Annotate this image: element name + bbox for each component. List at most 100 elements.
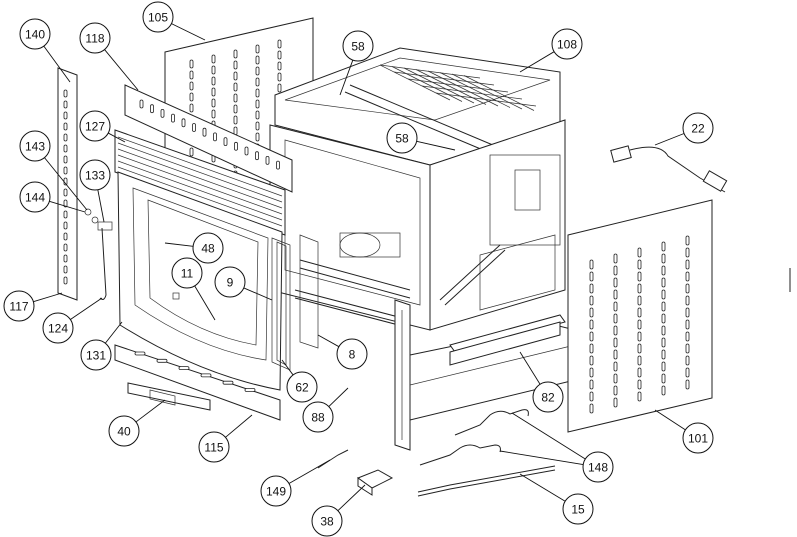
vent-slot <box>589 403 594 414</box>
vent-slot <box>63 199 68 208</box>
callout-circle <box>171 257 203 289</box>
vent-slot <box>685 295 690 306</box>
rack-bar <box>403 67 475 104</box>
leader-line <box>243 287 273 301</box>
vent-slot <box>661 313 666 324</box>
leader-line <box>44 157 88 211</box>
callout-label: 149 <box>266 485 286 499</box>
vent-slot <box>661 337 666 348</box>
leader-line <box>339 59 354 96</box>
callout-circle <box>260 475 292 507</box>
vent-slot <box>255 66 260 76</box>
vent-slot <box>613 385 618 396</box>
bracket <box>127 382 211 411</box>
callout-circle <box>302 401 334 433</box>
vent-slot <box>233 93 238 103</box>
louvre-line <box>117 154 283 215</box>
callout-label: 9 <box>227 276 234 290</box>
leader-line <box>288 459 331 484</box>
vent-slot <box>277 72 282 82</box>
vent-slot <box>637 343 642 354</box>
rack-bar <box>393 71 495 86</box>
vent-slot <box>255 77 260 87</box>
callout-label: 62 <box>295 381 309 395</box>
top-grille-panel <box>124 84 293 193</box>
rack-bar <box>379 64 481 79</box>
vent-slot <box>63 210 68 219</box>
callout-circle <box>19 18 51 50</box>
vent-slot <box>233 82 238 92</box>
vent-slot <box>178 366 190 371</box>
rod <box>417 465 556 497</box>
vent-slot <box>613 325 618 336</box>
vent-slot <box>589 355 594 366</box>
vent-slot <box>637 319 642 330</box>
leader-line <box>104 49 139 91</box>
louvre-line <box>117 142 283 203</box>
callout-label: 127 <box>85 120 105 134</box>
callout-circle <box>108 415 140 447</box>
vent-slot <box>189 70 194 80</box>
vent-slot <box>613 277 618 288</box>
callout-circle <box>562 493 594 525</box>
vent-slot <box>685 319 690 330</box>
vent-slot <box>150 104 154 114</box>
vent-slot <box>589 295 594 306</box>
vent-slot <box>222 380 234 385</box>
vent-slot <box>171 113 175 123</box>
callout: 143 <box>19 130 51 162</box>
vent-slot <box>613 253 618 264</box>
leader-line <box>337 484 366 512</box>
leader-line <box>164 242 194 247</box>
callout-circle <box>142 1 174 33</box>
vent-slot <box>255 121 260 131</box>
vent-slot <box>589 331 594 342</box>
callout-label: 58 <box>351 40 365 54</box>
right-side-panel <box>567 199 713 433</box>
rack-bar <box>439 72 511 108</box>
callout: 8 <box>336 338 368 370</box>
vent-slot <box>661 265 666 276</box>
vent-slot <box>637 271 642 282</box>
leader-line <box>70 297 103 320</box>
callout: 40 <box>108 415 140 447</box>
leader-line <box>43 45 71 83</box>
rack-bar <box>415 69 487 105</box>
vent-slot <box>661 373 666 384</box>
leader-line <box>519 51 555 73</box>
callout-label: 101 <box>688 432 708 446</box>
vent-slot <box>181 118 186 128</box>
vent-slot <box>589 379 594 390</box>
vent-slot <box>589 391 594 402</box>
vent-slot <box>63 111 68 120</box>
callout: 88 <box>302 401 334 433</box>
power-cord <box>610 145 728 193</box>
vent-slot <box>255 110 260 120</box>
vent-slot <box>637 355 642 366</box>
vent-slot <box>589 259 594 270</box>
leader-line <box>511 412 586 460</box>
callout: 58 <box>386 122 418 154</box>
vent-slot <box>139 99 144 109</box>
vent-slot <box>613 301 618 312</box>
leader-line <box>135 399 166 423</box>
callout: 144 <box>19 181 51 213</box>
vent-slot <box>192 123 196 132</box>
vent-slot <box>211 87 216 97</box>
vent-slot <box>589 307 594 318</box>
callout-label: 11 <box>181 267 194 281</box>
callout-label: 117 <box>9 300 28 314</box>
callout: 124 <box>42 312 74 344</box>
vent-slot <box>265 155 270 165</box>
callout: 118 <box>79 22 111 54</box>
vent-slot <box>637 295 642 306</box>
vent-slot <box>233 60 238 70</box>
vent-slot <box>63 188 68 197</box>
vent-slot <box>277 61 282 71</box>
leader-line <box>104 321 123 344</box>
vent-slot <box>211 109 216 119</box>
vent-slot <box>613 289 618 300</box>
vent-slot <box>63 254 68 263</box>
bottom-trim <box>114 344 281 421</box>
